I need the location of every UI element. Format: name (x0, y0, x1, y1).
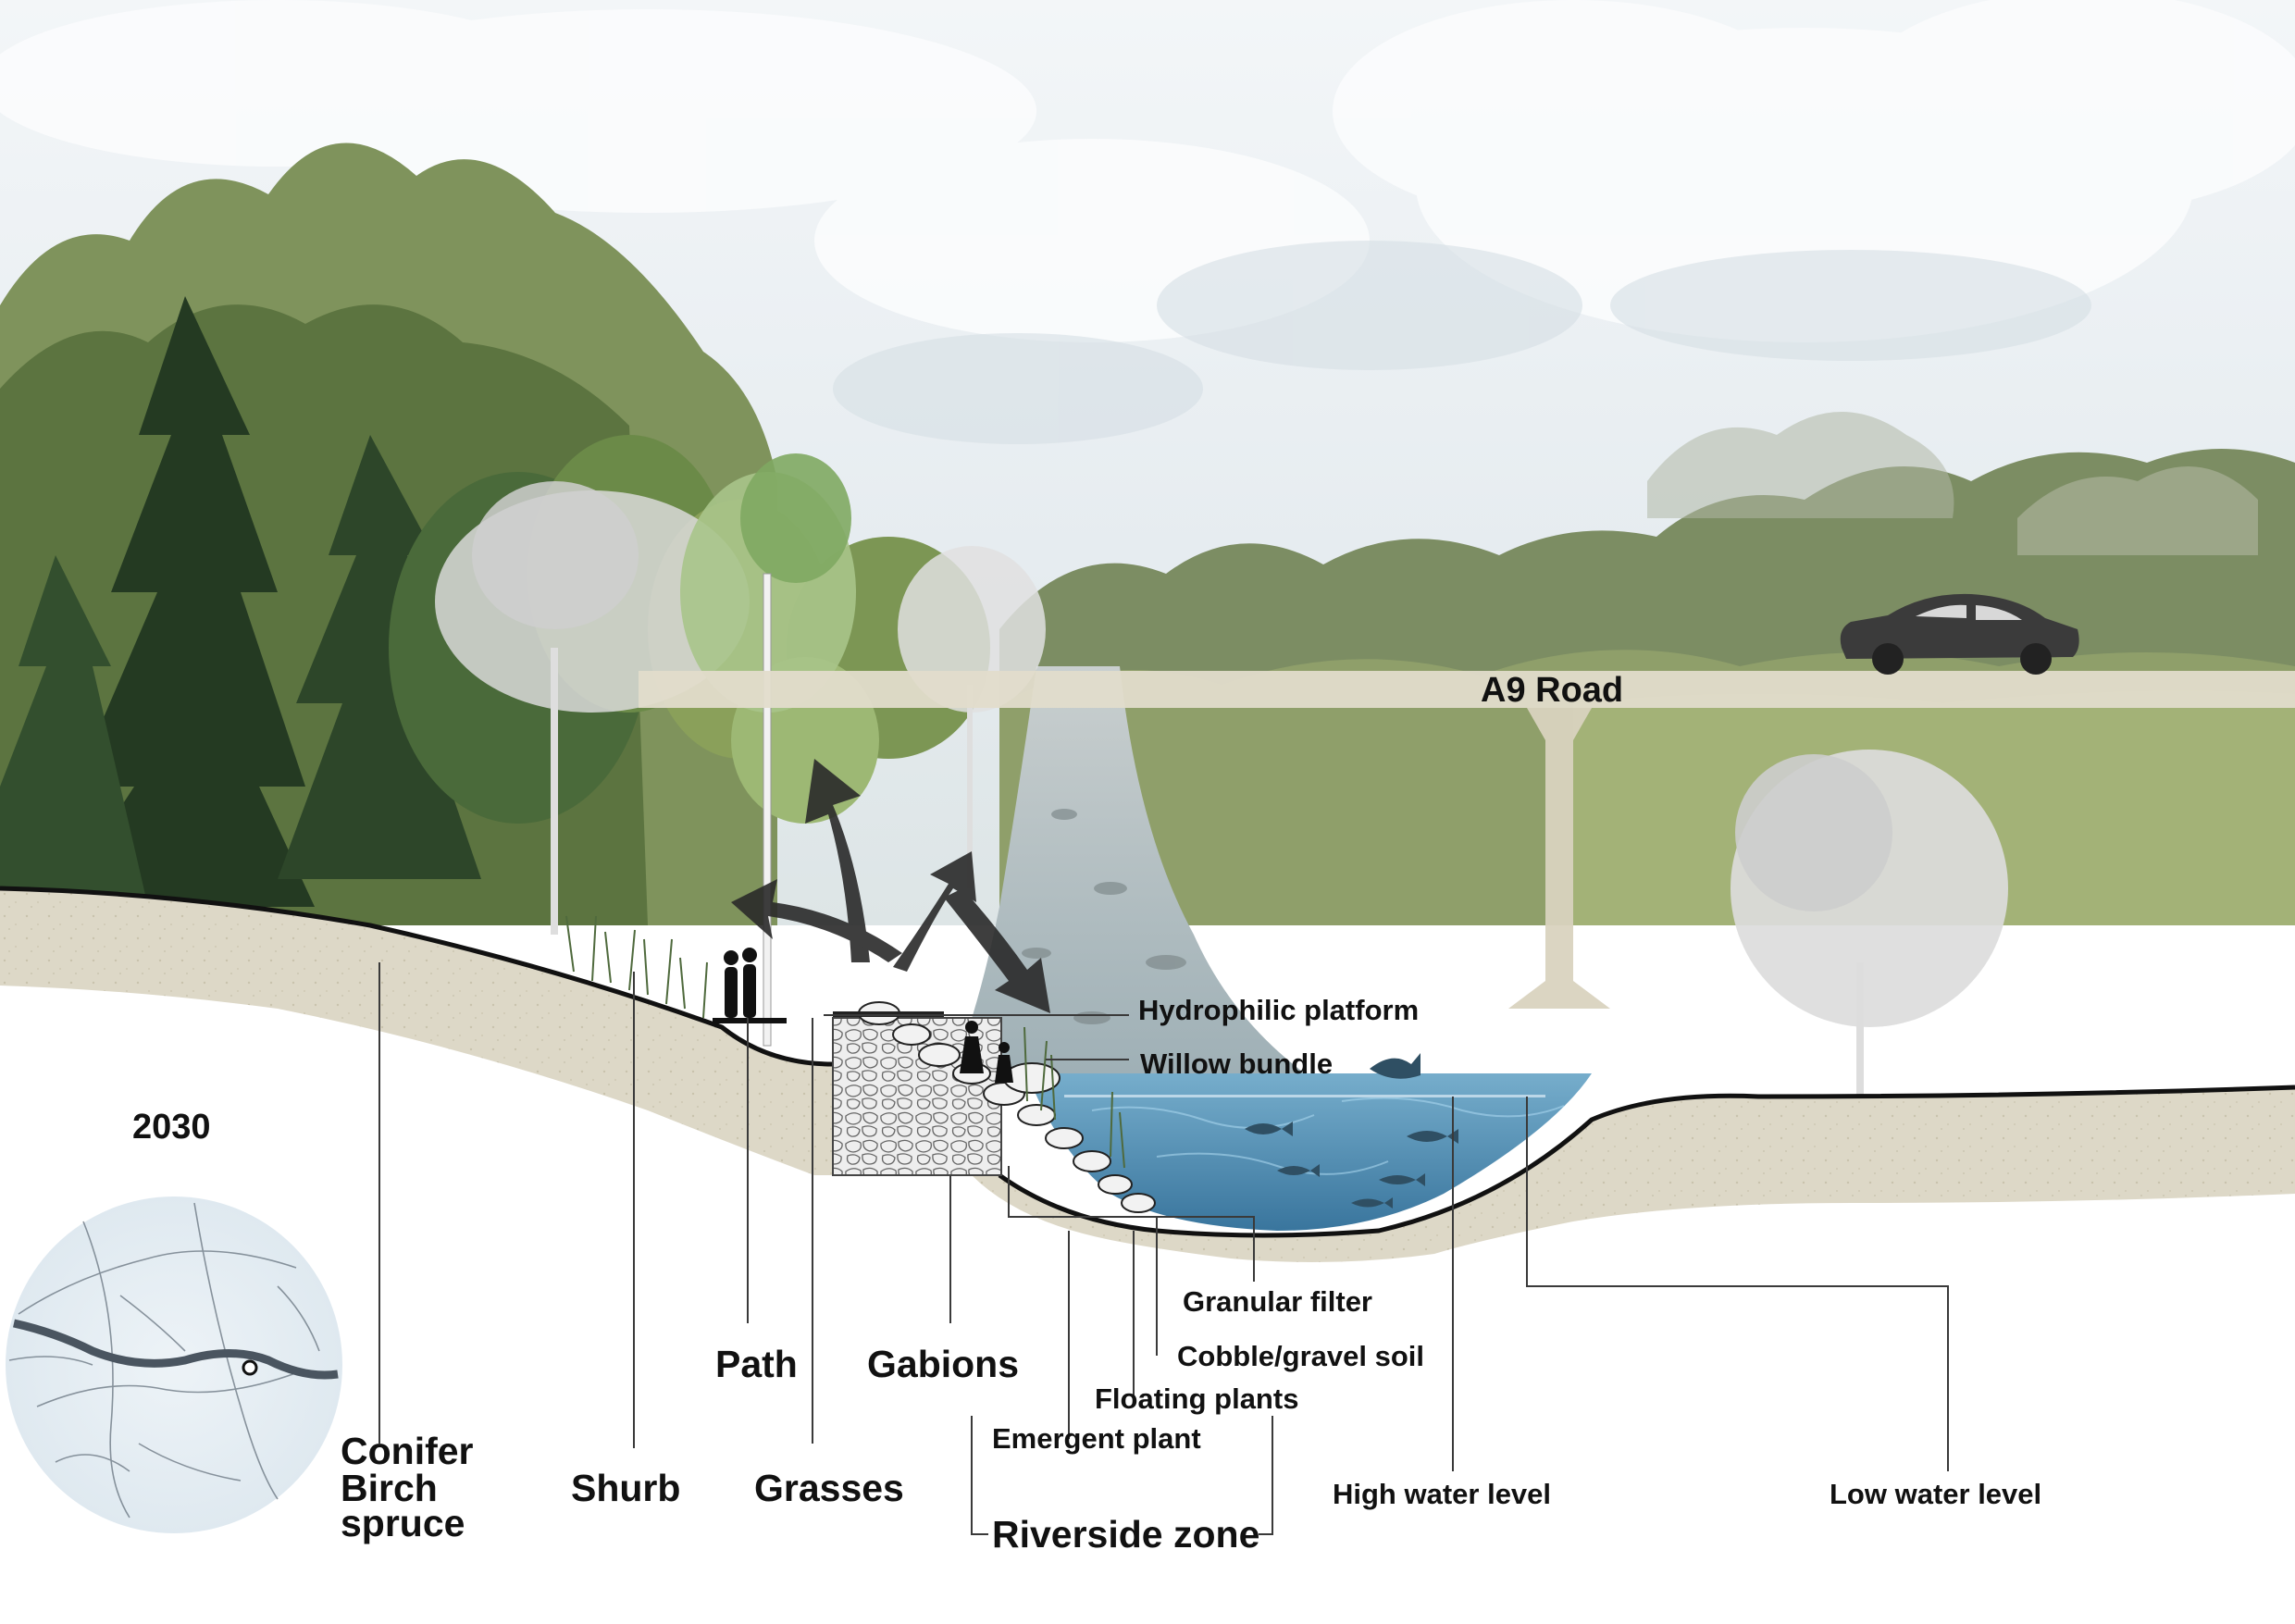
platform-railing (713, 1018, 787, 1023)
high-water-level-label: High water level (1333, 1478, 1551, 1510)
leader-lines (378, 962, 1949, 1535)
river-water (1027, 1073, 1592, 1231)
car-icon (1840, 593, 2079, 675)
fish-icon (1245, 1053, 1458, 1209)
birch-tree (680, 453, 856, 1047)
ghost-tree-right (1731, 750, 2008, 1101)
location-map (6, 1196, 342, 1533)
conifer-label: Conifer (341, 1430, 474, 1472)
path-label: Path (715, 1343, 798, 1385)
floating-plants-label: Floating plants (1095, 1382, 1298, 1415)
arrow-icon (731, 759, 1050, 1013)
riverside-zone-label: Riverside zone (992, 1513, 1259, 1556)
hydrophilic-platform-label: Hydrophilic platform (1138, 994, 1419, 1026)
gabions-label: Gabions (867, 1343, 1019, 1385)
cobble-bank (858, 1001, 1156, 1213)
spruce-label: spruce (341, 1502, 465, 1544)
year-label: 2030 (132, 1108, 211, 1147)
water-surface-line (1064, 1095, 1545, 1097)
road-label: A9 Road (1481, 671, 1623, 710)
map-location-marker (242, 1359, 258, 1376)
low-water-level-label: Low water level (1830, 1478, 2041, 1510)
a9-road-bridge (639, 671, 2295, 1009)
ground (0, 888, 2295, 1262)
emergent-plant-label: Emergent plant (992, 1422, 1201, 1455)
cobble-gravel-soil-label: Cobble/gravel soil (1177, 1340, 1424, 1372)
bridge-pier (1508, 708, 1610, 1009)
cloud-shadows (833, 241, 2091, 444)
road-deck (639, 671, 2295, 708)
willow-bundle-label: Willow bundle (1140, 1048, 1333, 1080)
person-icon (724, 948, 1013, 1083)
shurb-label: Shurb (571, 1467, 680, 1509)
water-ripples (1091, 1097, 1565, 1175)
birch-label: Birch (341, 1467, 438, 1509)
granular-filter-label: Granular filter (1183, 1285, 1372, 1318)
grasses (565, 915, 1125, 1169)
grasses-label: Grasses (754, 1467, 904, 1509)
map-river (13, 1319, 339, 1380)
